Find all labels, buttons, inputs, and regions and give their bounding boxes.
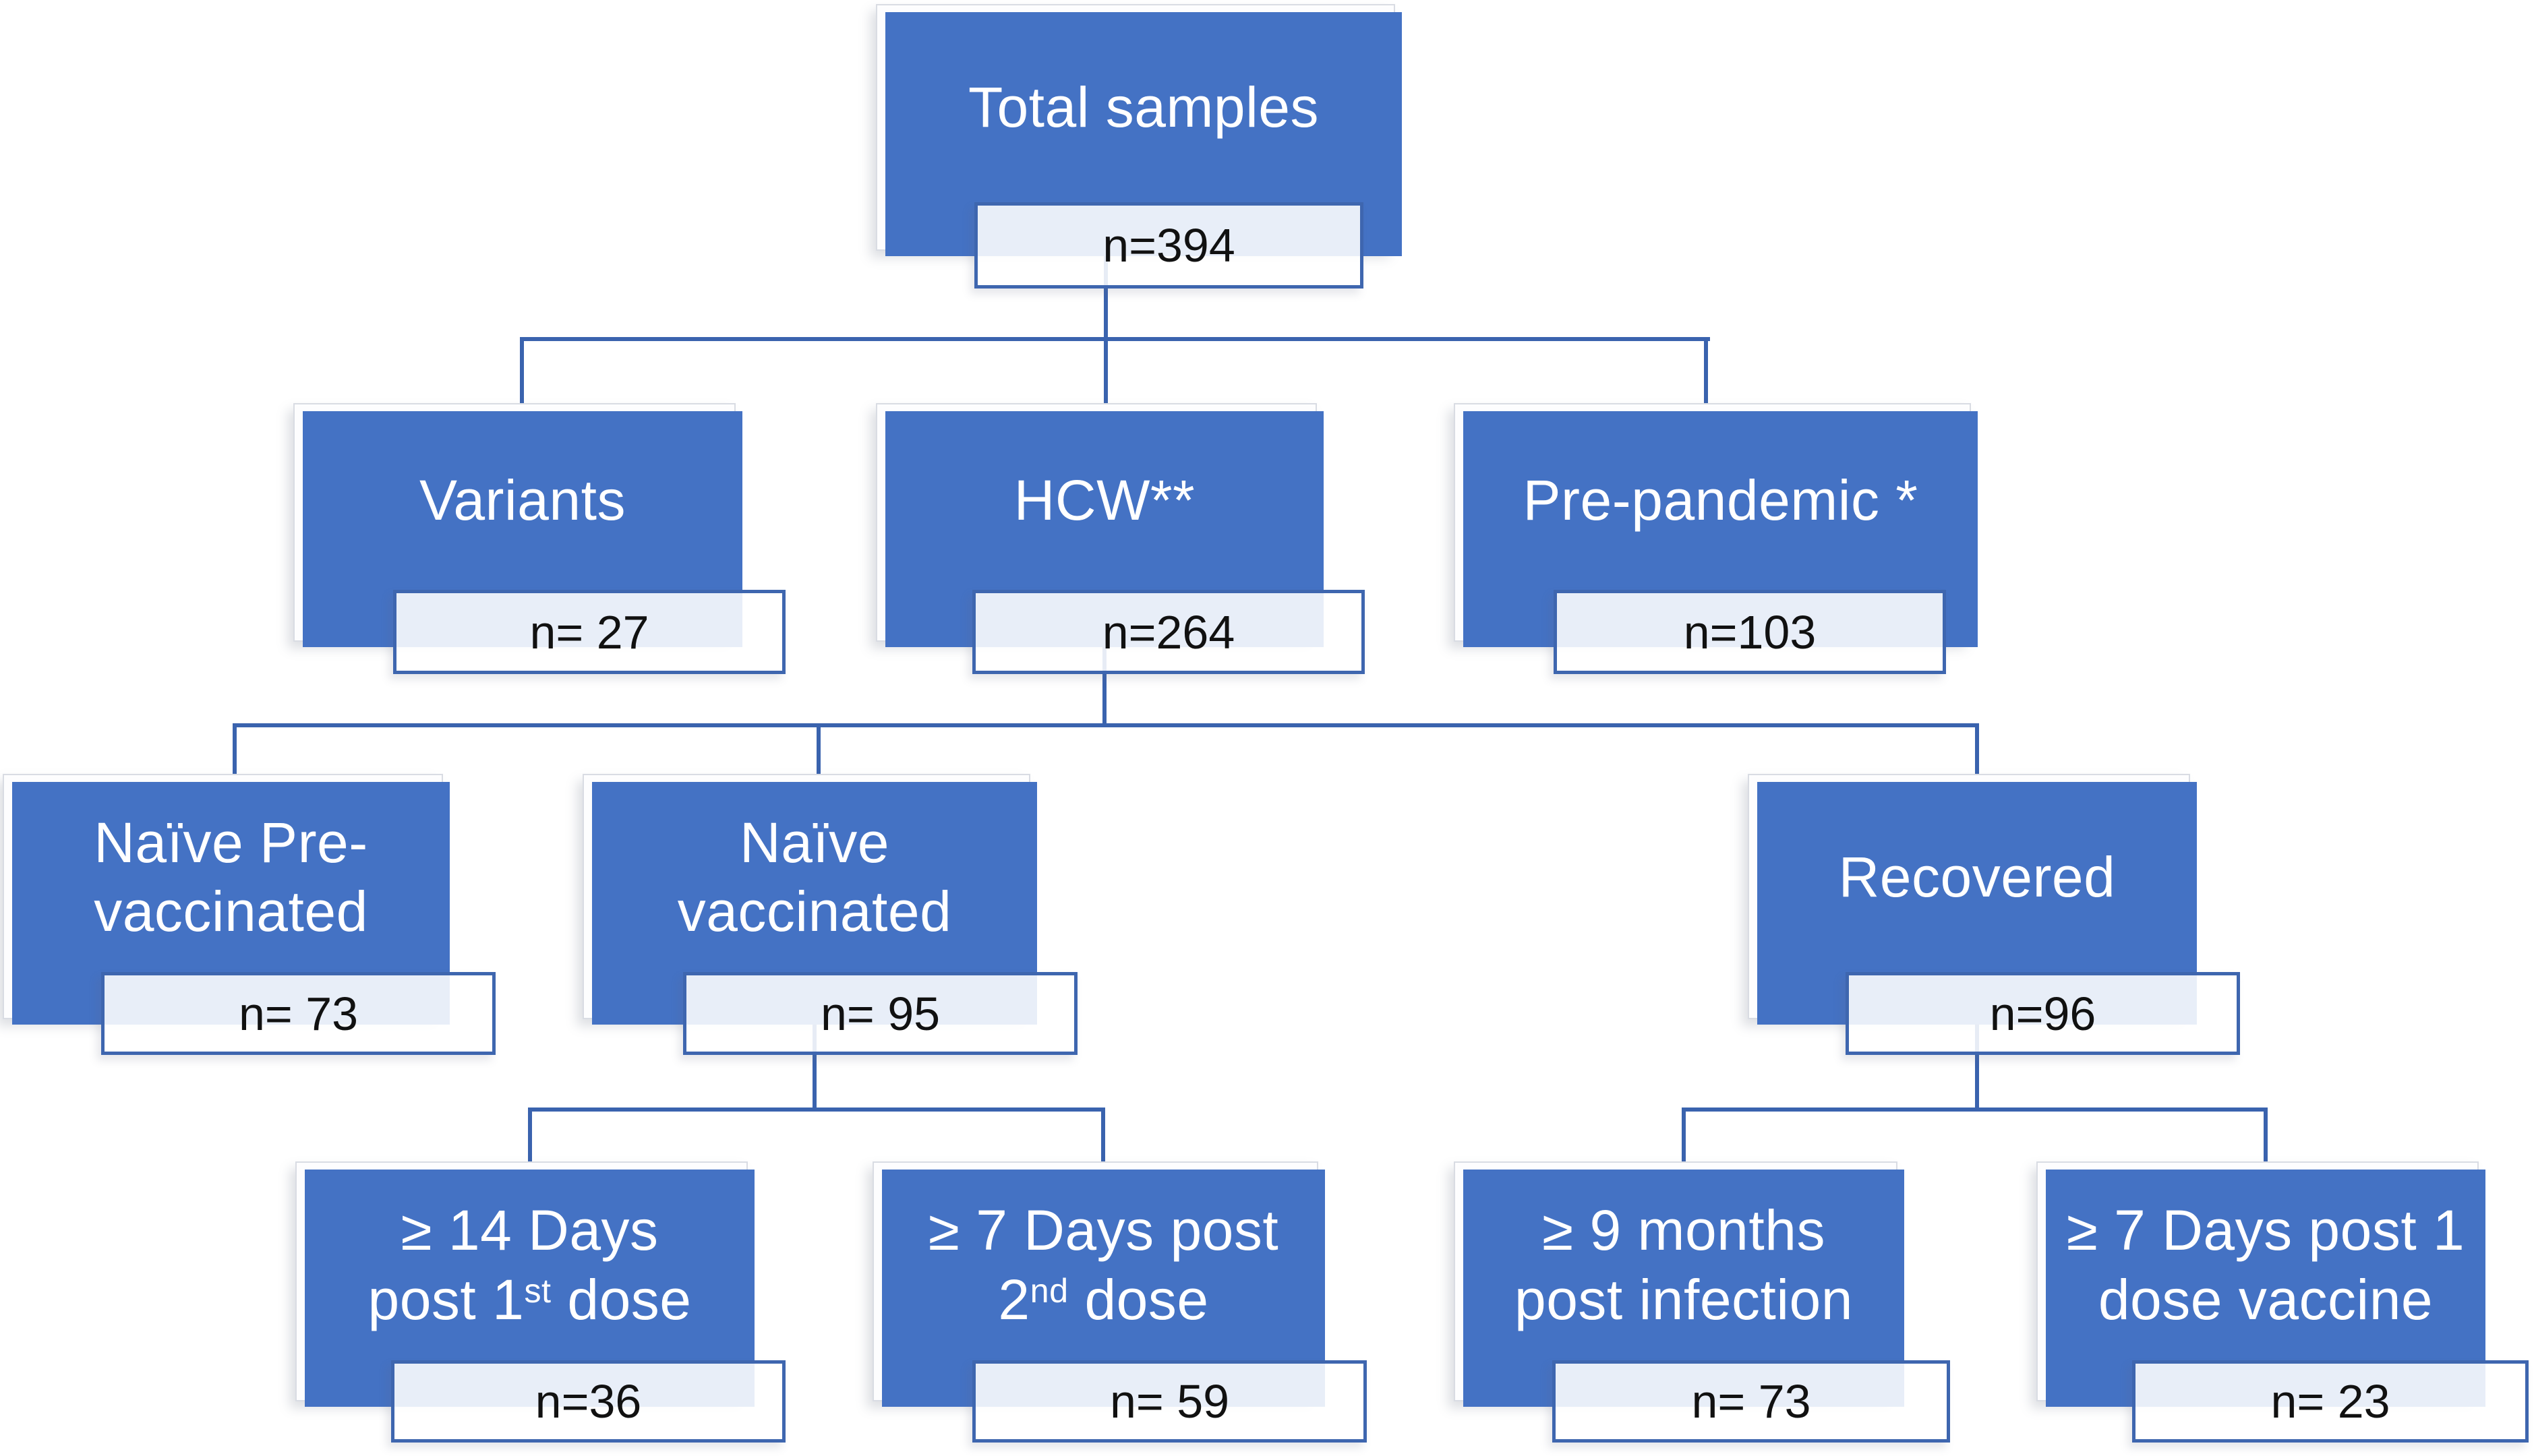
node-recovered-title: Recovered: [1838, 845, 2116, 909]
node-ge7-days-post-2nd-dose-count: n= 59: [972, 1360, 1367, 1443]
connector-segment: [1682, 1108, 2268, 1112]
connector-segment: [520, 337, 524, 417]
count-value: n= 95: [820, 987, 941, 1040]
node-naive-vaccinated-count: n= 95: [683, 972, 1078, 1055]
connector-segment: [233, 723, 1979, 727]
node-ge9-months-post-infection-count: n= 73: [1552, 1360, 1950, 1443]
node-variants-count: n= 27: [393, 590, 786, 674]
connector-segment: [813, 1019, 817, 1112]
count-value: n=103: [1683, 605, 1817, 659]
node-hcw-title: HCW**: [1013, 468, 1196, 533]
connector-segment: [528, 1108, 532, 1175]
count-value: n= 27: [529, 605, 649, 659]
connector-segment: [817, 723, 821, 787]
count-value: n=394: [1102, 219, 1235, 272]
node-recovered-count: n=96: [1846, 972, 2240, 1055]
connector-segment: [1975, 723, 1979, 787]
connector-segment: [528, 1108, 1105, 1112]
node-total-count: n=394: [974, 202, 1363, 289]
node-total-title: Total samples: [968, 75, 1320, 139]
count-value: n=36: [535, 1375, 642, 1428]
count-value: n= 59: [1109, 1375, 1230, 1428]
connector-segment: [233, 723, 237, 787]
connector-segment: [1102, 637, 1107, 727]
connector-segment: [1101, 1108, 1105, 1175]
node-prepandemic-count: n=103: [1554, 590, 1946, 674]
node-naive-prevaccinated-title: Naïve Pre-vaccinated: [94, 810, 368, 943]
count-value: n= 73: [1691, 1375, 1811, 1428]
connector-segment: [1704, 337, 1708, 417]
count-value: n= 73: [238, 987, 359, 1040]
node-naive-prevaccinated-count: n= 73: [101, 972, 496, 1055]
node-prepandemic-title: Pre-pandemic *: [1523, 468, 1918, 533]
node-variants-title: Variants: [419, 468, 626, 533]
connector-segment: [1104, 337, 1108, 417]
connector-segment: [1682, 1108, 1686, 1175]
node-ge7-days-post-1-dose-count: n= 23: [2132, 1360, 2529, 1443]
connector-segment: [520, 337, 1710, 341]
count-value: n= 23: [2270, 1375, 2390, 1428]
count-value: n=96: [1989, 987, 2096, 1040]
count-value: n=264: [1102, 605, 1235, 659]
connector-segment: [2264, 1108, 2268, 1175]
connector-segment: [1975, 1019, 1979, 1112]
node-total-box: Total samples: [876, 4, 1402, 256]
node-hcw-count: n=264: [972, 590, 1365, 674]
connector-segment: [1104, 253, 1108, 342]
node-ge14-days-post-1st-dose-count: n=36: [391, 1360, 786, 1443]
